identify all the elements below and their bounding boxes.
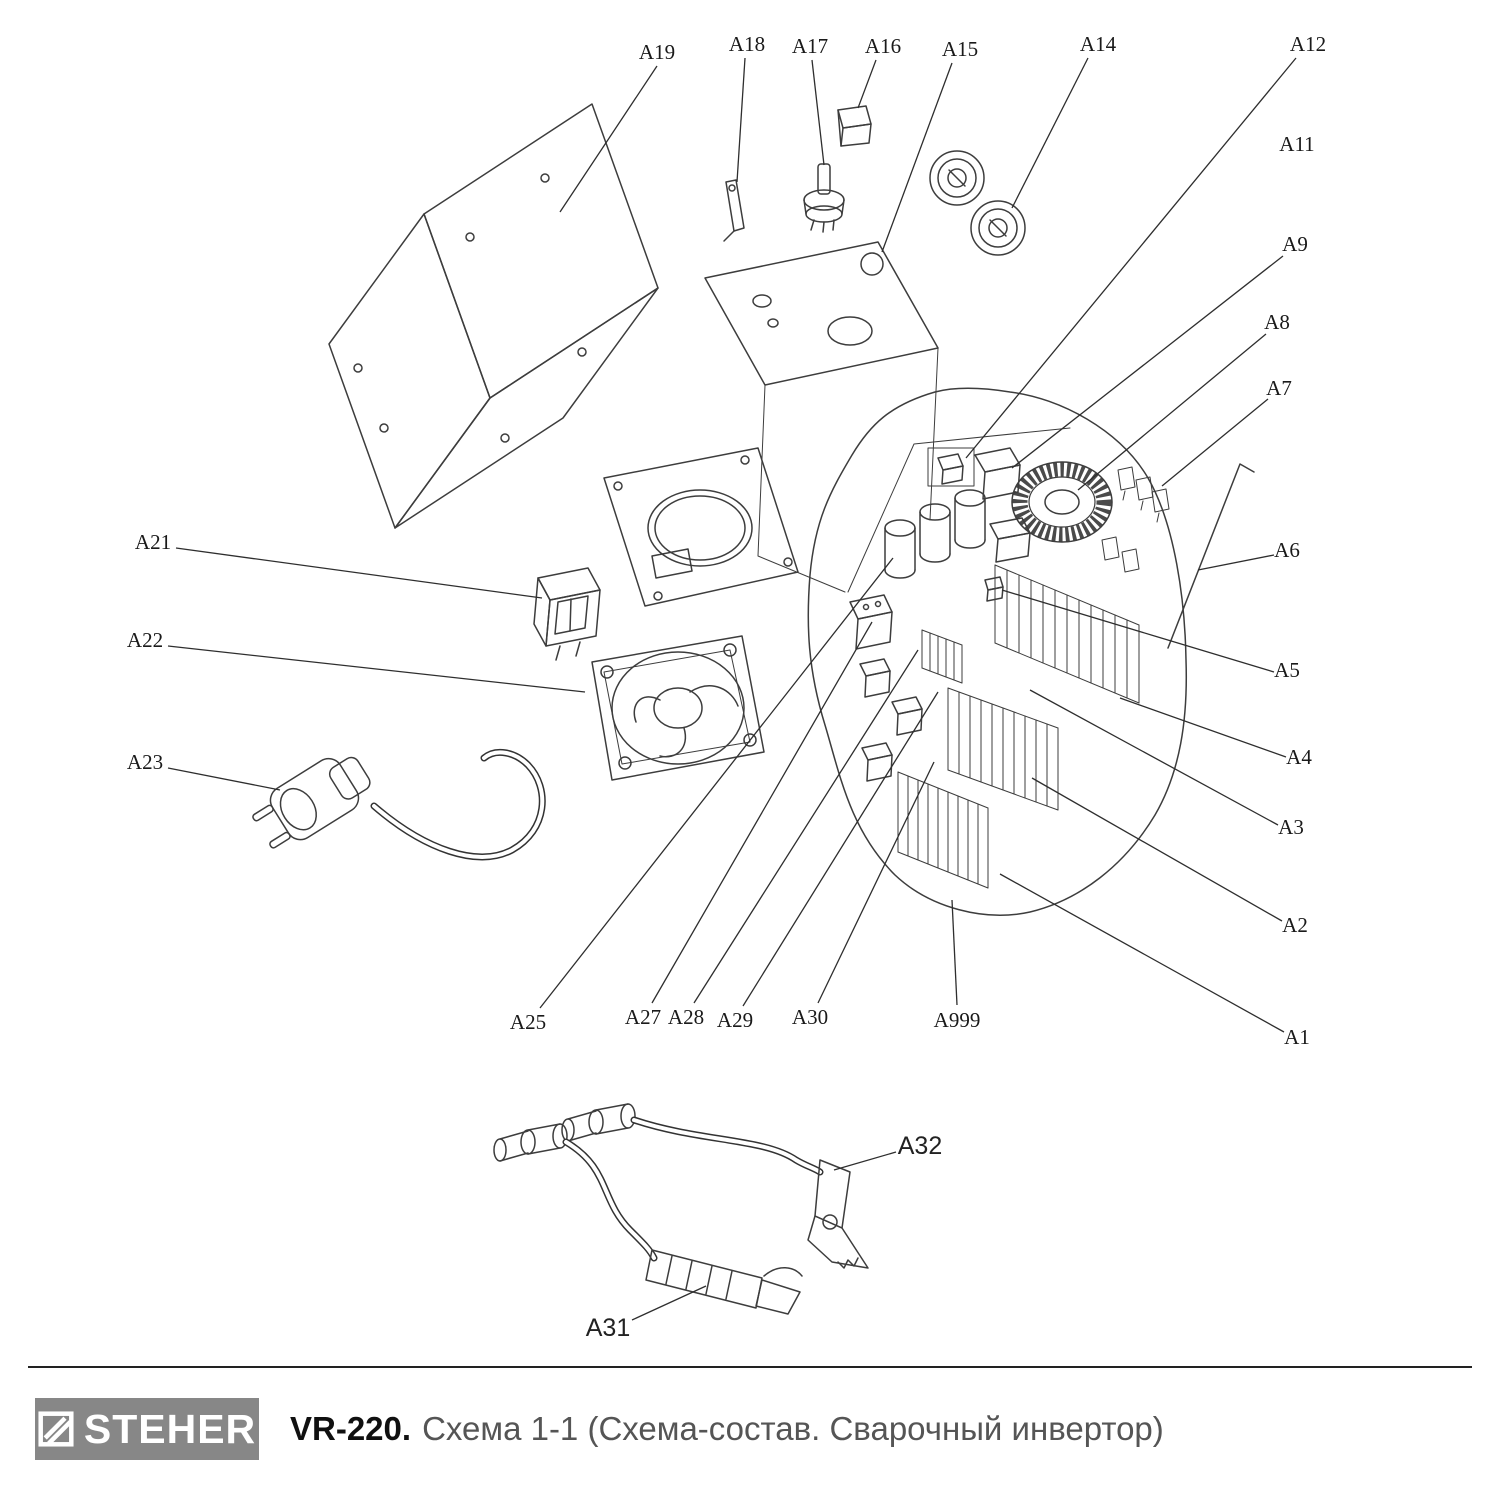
- leader-line-A7: [1161, 398, 1269, 487]
- leader-line-A4: [1119, 697, 1287, 758]
- part-label-A9: A9: [1282, 232, 1308, 256]
- ground-rod-drawing: [1167, 463, 1255, 649]
- heatsink-bottom-drawing: [897, 771, 989, 889]
- power-cord-drawing: [252, 748, 546, 861]
- leader-line-A25: [539, 557, 894, 1009]
- part-label-A30: A30: [792, 1005, 828, 1029]
- part-label-A14: A14: [1080, 32, 1117, 56]
- model-number: VR-220.: [290, 1410, 412, 1447]
- part-label-A18: A18: [729, 32, 765, 56]
- part-label-A17: A17: [792, 34, 828, 58]
- bracket-pin-drawing: [723, 179, 745, 242]
- part-label-A21: A21: [135, 530, 171, 554]
- leader-line-A32: [833, 1151, 897, 1171]
- leader-line-A28: [693, 649, 919, 1004]
- transistors-drawing: [1101, 466, 1170, 573]
- part-label-A6: A6: [1274, 538, 1300, 562]
- knob-cap-drawing: [837, 105, 872, 147]
- part-label-A1: A1: [1284, 1025, 1310, 1049]
- part-label-A999: A999: [934, 1008, 981, 1032]
- leader-line-A16: [857, 59, 877, 109]
- leader-line-A6: [1197, 554, 1275, 571]
- heatsink-mid-drawing: [947, 687, 1059, 811]
- leader-line-A22: [167, 645, 586, 693]
- part-label-A15: A15: [942, 37, 978, 61]
- part-label-A3: A3: [1278, 815, 1304, 839]
- part-label-A5: A5: [1274, 658, 1300, 682]
- steher-logo-icon: [38, 1411, 74, 1447]
- part-label-A27: A27: [625, 1005, 661, 1029]
- leader-line-A29: [742, 691, 939, 1007]
- leader-line-A999: [951, 899, 958, 1006]
- leader-line-A14: [1011, 57, 1089, 209]
- exploded-view-diagram: A19A18A17A16A15A14A12A11A9A8A7A6A5A4A3A2…: [127, 32, 1326, 1342]
- heatsink-large-drawing: [994, 564, 1140, 704]
- part-label-A16: A16: [865, 34, 901, 58]
- leader-line-A23: [167, 767, 281, 791]
- leader-line-A21: [175, 547, 543, 599]
- leader-line-A31: [631, 1285, 707, 1321]
- part-label-A2: A2: [1282, 913, 1308, 937]
- leader-line-A5: [1001, 589, 1275, 673]
- electrode-holder-drawing: [645, 1249, 803, 1315]
- earth-clamp-drawing: [807, 1159, 869, 1269]
- leader-line-A3: [1029, 689, 1279, 826]
- leader-line-A15: [881, 62, 953, 253]
- part-label-A19: A19: [639, 40, 675, 64]
- part-label-A4: A4: [1286, 745, 1312, 769]
- part-label-A12: A12: [1290, 32, 1326, 56]
- pcb-assembly-outline-drawing: [807, 387, 1188, 916]
- steher-logo-text: STEHER: [83, 1405, 257, 1452]
- welding-cables-drawing: [562, 1116, 824, 1262]
- small-components-drawing: [849, 594, 923, 782]
- leader-line-A18: [736, 57, 746, 183]
- leader-line-A30: [817, 761, 935, 1004]
- diagram-caption: VR-220. Схема 1-1 (Схема-состав. Сварочн…: [290, 1398, 1164, 1460]
- power-switch-drawing: [533, 567, 601, 661]
- heatsink-mini-drawing: [921, 629, 963, 684]
- capacitors-drawing: [884, 489, 986, 579]
- welding-cable-plugs-drawing: [493, 1103, 636, 1162]
- fan-partition-drawing: [603, 447, 799, 607]
- part-label-A22: A22: [127, 628, 163, 652]
- enclosure-cover-drawing: [328, 103, 659, 529]
- leader-line-A12: [965, 57, 1297, 459]
- leader-line-A19: [559, 65, 658, 213]
- leader-line-A1: [999, 873, 1285, 1033]
- part-label-A28: A28: [668, 1005, 704, 1029]
- part-label-A25: A25: [510, 1010, 546, 1034]
- footer-divider: [28, 1366, 1472, 1368]
- toroid-inductor-drawing: [1011, 461, 1113, 543]
- part-label-A32: A32: [898, 1132, 942, 1160]
- back-panel-drawing: [757, 347, 939, 593]
- panel-connectors-drawing: [929, 150, 1026, 256]
- cooling-fan-drawing: [591, 635, 765, 781]
- highlight-box-drawing: [927, 447, 975, 487]
- leader-line-A9: [1011, 255, 1284, 469]
- steher-logo: STEHER: [35, 1398, 259, 1460]
- leader-line-A27: [651, 621, 873, 1004]
- part-label-A7: A7: [1266, 376, 1292, 400]
- part-label-A23: A23: [127, 750, 163, 774]
- leader-line-A2: [1031, 777, 1283, 922]
- part-label-A8: A8: [1264, 310, 1290, 334]
- leader-line-A8: [1077, 333, 1267, 491]
- scheme-title: Схема 1-1 (Схема-состав. Сварочный инвер…: [422, 1410, 1164, 1447]
- potentiometer-drawing: [803, 163, 845, 233]
- part-label-A29: A29: [717, 1008, 753, 1032]
- part-label-A11: A11: [1279, 132, 1314, 156]
- leader-line-A17: [811, 59, 825, 166]
- part-label-A31: A31: [586, 1314, 630, 1342]
- top-panel-drawing: [704, 241, 939, 386]
